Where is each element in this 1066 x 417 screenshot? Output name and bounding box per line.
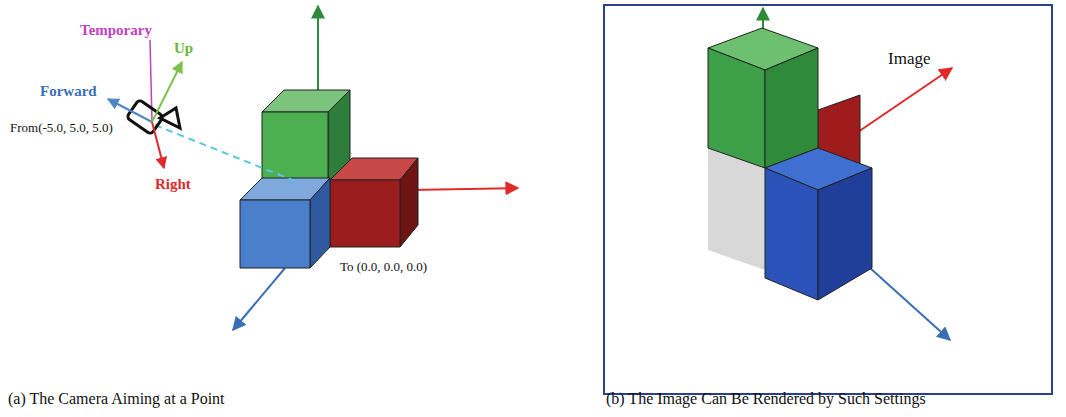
image-frame <box>604 5 1052 394</box>
vector-label: Up <box>174 40 193 57</box>
caption: (b) The Image Can Be Rendered by Such Se… <box>606 390 926 408</box>
axes-a <box>233 6 518 330</box>
cubes-a <box>240 90 418 268</box>
vector-label: Forward <box>40 83 97 100</box>
camera <box>108 40 300 183</box>
vector-label: Right <box>155 176 191 193</box>
image-label: Image <box>888 50 930 69</box>
point-label: From(-5.0, 5.0, 5.0) <box>10 121 113 135</box>
vector-label: Temporary <box>80 22 152 39</box>
caption: (a) The Camera Aiming at a Point <box>8 390 225 408</box>
point-label: To (0.0, 0.0, 0.0) <box>340 260 427 274</box>
cubes-b <box>708 28 872 300</box>
